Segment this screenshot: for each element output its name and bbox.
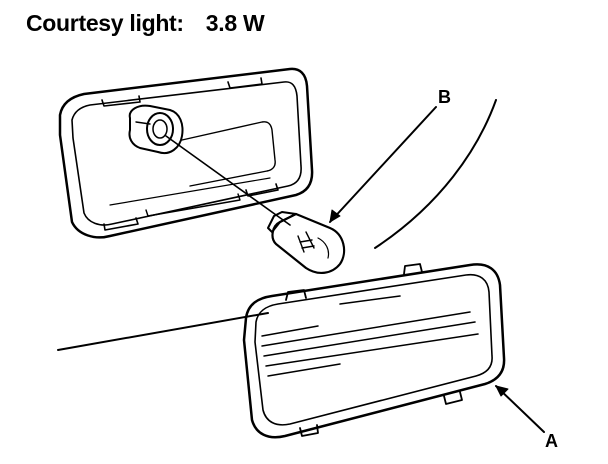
bulb-glass xyxy=(271,212,346,274)
callout-label-b: B xyxy=(438,87,451,107)
housing-tab-top-left xyxy=(101,95,141,107)
diagram-caption: Courtesy light: 3.8 W xyxy=(26,10,265,37)
housing-outer-frame xyxy=(58,67,314,239)
housing-tab-bottom-left xyxy=(103,217,139,231)
caption-label: Courtesy light: xyxy=(26,10,184,36)
lens-clip-bottom-right xyxy=(443,391,463,405)
bulb-socket xyxy=(128,104,184,154)
leader-line-b xyxy=(329,106,437,223)
housing-tab-bottom-mid xyxy=(145,193,241,217)
lamp-housing xyxy=(58,67,314,239)
lens-outer-edge xyxy=(242,263,506,439)
housing-inner-recess xyxy=(181,121,276,187)
lens-inner-edge xyxy=(254,273,493,426)
leader-arrowhead-b xyxy=(329,209,341,223)
housing-floor-line xyxy=(109,177,271,206)
housing-tab-bottom-right xyxy=(245,183,279,197)
bulb-filament xyxy=(297,231,315,253)
housing-inner-frame xyxy=(71,81,302,226)
bulb-highlight xyxy=(317,237,330,259)
lens-clip-top-left xyxy=(285,289,307,301)
lens-ribs xyxy=(261,295,479,377)
bulb-base xyxy=(267,211,297,233)
installation-guide-line xyxy=(165,135,291,226)
callout-label-a: A xyxy=(545,431,558,451)
wattage-value: 3.8 W xyxy=(205,10,265,36)
housing-tab-top-right xyxy=(227,77,263,89)
leader-arrowhead-a xyxy=(495,385,509,397)
wedge-bulb xyxy=(267,211,346,274)
headliner-lines xyxy=(57,99,497,351)
lens-clip-top-right xyxy=(403,263,423,275)
lens-cover xyxy=(242,263,506,439)
lens-clip-bottom-left xyxy=(299,424,319,437)
